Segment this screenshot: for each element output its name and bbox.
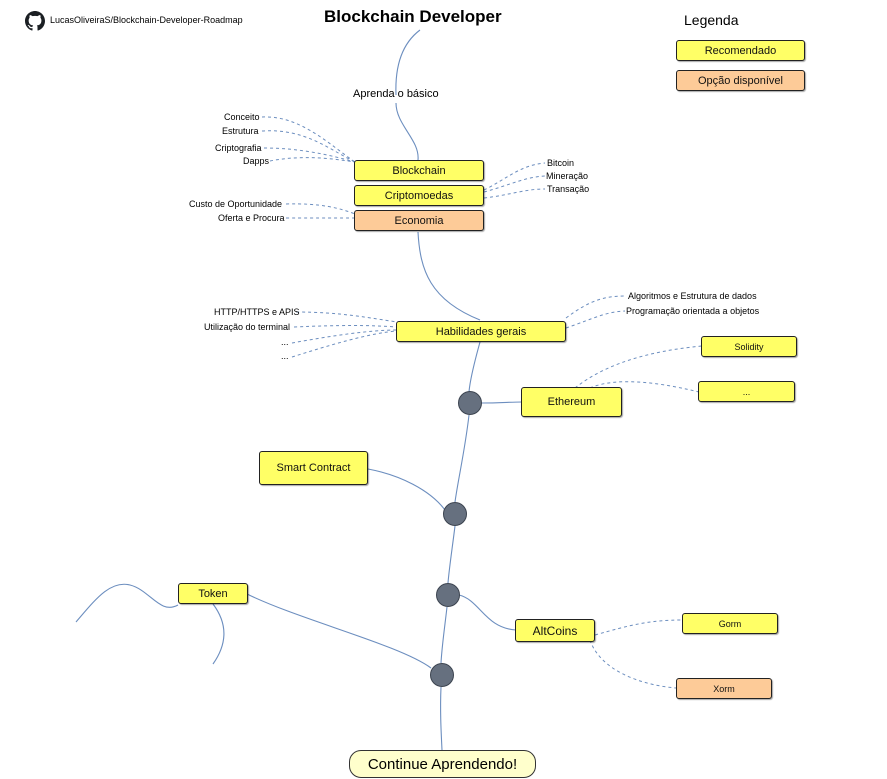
spine-skills-hub1: [468, 341, 481, 393]
topic-ellipsis-1: ...: [281, 337, 289, 347]
page-title: Blockchain Developer: [324, 7, 502, 26]
continue-learning-button[interactable]: Continue Aprendendo!: [349, 750, 536, 778]
node-xorm[interactable]: Xorm: [676, 678, 772, 699]
dash-dapps: [269, 157, 356, 163]
topic-transacao: Transação: [547, 184, 590, 194]
hub-altcoins: [436, 583, 460, 607]
hub-smart-contract: [443, 502, 467, 526]
node-criptomoedas[interactable]: Criptomoedas: [354, 185, 484, 206]
topic-dapps: Dapps: [243, 156, 270, 166]
dash-algoritmos: [565, 295, 626, 319]
repo-link[interactable]: LucasOliveiraS/Blockchain-Developer-Road…: [50, 15, 243, 25]
dash-gorm: [594, 619, 683, 636]
github-icon[interactable]: [25, 11, 45, 31]
dash-dots1: [291, 329, 398, 344]
dash-eth-more: [589, 381, 700, 393]
dash-criptografia: [263, 147, 356, 163]
spine-basics: [395, 102, 419, 161]
spine-economia-skills: [417, 231, 481, 321]
topic-mineracao: Mineração: [546, 171, 589, 181]
dash-solidity: [574, 345, 703, 389]
topic-ellipsis-2: ...: [281, 351, 289, 361]
dash-mineracao: [483, 175, 546, 193]
basics-label: Aprenda o básico: [353, 88, 439, 100]
dash-custo: [285, 203, 356, 215]
topic-bitcoin: Bitcoin: [547, 158, 575, 168]
node-token[interactable]: Token: [178, 583, 248, 604]
node-smart-contract[interactable]: Smart Contract: [259, 451, 368, 485]
topic-estrutura: Estrutura: [222, 126, 259, 136]
dash-transacao: [483, 188, 546, 199]
spine-hub3-hub4: [440, 606, 448, 664]
legend-title: Legenda: [684, 12, 739, 28]
node-solidity[interactable]: Solidity: [701, 336, 797, 357]
dash-bitcoin: [483, 162, 546, 191]
legend-recommended: Recomendado: [676, 40, 805, 61]
topic-http: HTTP/HTTPS e APIS: [214, 307, 300, 317]
dash-xorm: [589, 639, 677, 689]
branch-ethereum: [480, 401, 523, 404]
legend-available: Opção disponível: [676, 70, 805, 91]
topic-algoritmos: Algoritmos e Estrutura de dados: [628, 291, 757, 301]
token-wave-down: [212, 603, 225, 665]
hub-token: [430, 663, 454, 687]
dash-estrutura: [261, 130, 356, 163]
node-blockchain[interactable]: Blockchain: [354, 160, 484, 181]
topic-criptografia: Criptografia: [215, 143, 262, 153]
dash-http: [295, 311, 398, 323]
topic-conceito: Conceito: [224, 112, 260, 122]
dash-conceito: [261, 116, 356, 163]
spine-top: [395, 29, 421, 96]
branch-smart-contract: [367, 468, 446, 511]
spine-hub4-continue: [440, 686, 443, 751]
dash-dots2: [291, 330, 398, 358]
spine-hub1-hub2: [454, 414, 470, 503]
topic-custo-oportunidade: Custo de Oportunidade: [189, 199, 283, 209]
topic-oferta-procura: Oferta e Procura: [218, 213, 285, 223]
node-altcoins[interactable]: AltCoins: [515, 619, 595, 642]
node-economia[interactable]: Economia: [354, 210, 484, 231]
spine-hub2-hub3: [447, 525, 456, 584]
dash-terminal: [293, 325, 398, 328]
hub-ethereum: [458, 391, 482, 415]
branch-altcoins: [458, 594, 517, 631]
branch-token: [246, 593, 432, 669]
node-ethereum-more[interactable]: ...: [698, 381, 795, 402]
node-gorm[interactable]: Gorm: [682, 613, 778, 634]
topic-poo: Programação orientada a objetos: [626, 306, 760, 316]
node-habilidades-gerais[interactable]: Habilidades gerais: [396, 321, 566, 342]
dash-poo: [565, 310, 626, 329]
token-wave-left: [75, 583, 179, 623]
topic-terminal: Utilização do terminal: [204, 322, 291, 332]
node-ethereum[interactable]: Ethereum: [521, 387, 622, 417]
